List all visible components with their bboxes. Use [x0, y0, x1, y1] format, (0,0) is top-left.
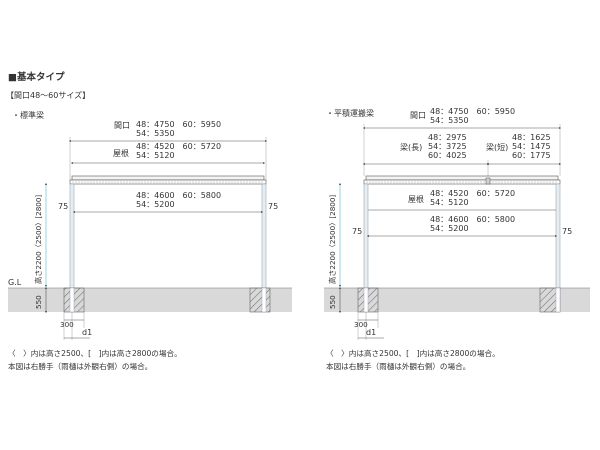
left-ground [8, 288, 292, 312]
right-roof-label: 屋根 [408, 194, 424, 204]
right-opening-label: 間口 [410, 111, 426, 120]
left-post-line2: 54：5200 [136, 200, 175, 209]
size-subtitle: 【間口48～60サイズ】 [6, 90, 90, 100]
right-beam-short-line2: 54：1475 [512, 142, 551, 151]
right-beam-long-line1: 48：2975 [428, 133, 467, 142]
right-d1-label: d1 [366, 328, 376, 337]
right-opening-line2: 54：5350 [430, 116, 469, 125]
right-post-line1: 48：4600 60：5800 [430, 215, 515, 224]
right-post [555, 183, 561, 291]
right-side-75-right: 75 [562, 227, 572, 236]
left-roof-panel [71, 175, 265, 181]
left-height-label: 高さ2200〈2500〉[2800] [34, 195, 43, 284]
right-offset-label: 300 [354, 320, 368, 329]
left-side-75-left: 75 [58, 202, 68, 211]
right-beam-short-line3: 60：1775 [512, 151, 551, 160]
right-roof-line2: 54：5120 [430, 198, 469, 207]
left-roof-line2: 54：5120 [136, 151, 175, 160]
right-roof-panel [365, 175, 559, 181]
right-opening-line1: 48：4750 60：5950 [430, 107, 515, 116]
left-offset-label: 300 [60, 320, 74, 329]
right-post-line2: 54：5200 [430, 224, 469, 233]
left-opening-label: 間口 [114, 121, 130, 130]
right-beam-long-label: 梁(長) [400, 143, 422, 152]
right-depth-label: 550 [328, 295, 337, 309]
right-post-embed [363, 287, 369, 313]
right-post [363, 183, 369, 291]
left-note-line1: 〈 〉内は高さ2500、[ ]内は高さ2800の場合。 [8, 348, 182, 358]
right-roof-line1: 48：4520 60：5720 [430, 189, 515, 198]
right-note-line1: 〈 〉内は高さ2500、[ ]内は高さ2800の場合。 [326, 348, 500, 358]
left-roof-label: 屋根 [113, 148, 129, 158]
right-post-embed [555, 287, 561, 313]
flat-transport-beam-diagram: ・平積運搬梁 間口 48：4750 60：5950 54：5350 梁(長) 4… [324, 107, 590, 371]
left-post [69, 183, 75, 291]
right-beam-joint [485, 177, 491, 185]
right-side-75-left: 75 [352, 227, 362, 236]
left-post-embed [261, 287, 267, 313]
left-gl-label: G.L [8, 278, 22, 287]
left-opening-line2: 54：5350 [136, 129, 175, 138]
left-d1-label: d1 [82, 328, 92, 337]
left-post-embed [69, 287, 75, 313]
right-beam-long-line3: 60：4025 [428, 151, 467, 160]
right-beam-short-line1: 48：1625 [512, 133, 551, 142]
right-height-label: 高さ2200〈2500〉[2800] [328, 195, 337, 284]
right-note-line2: 本図は右勝手（雨樋は外観右側）の場合。 [326, 361, 470, 371]
left-post [261, 183, 267, 291]
left-roof-line1: 48：4520 60：5720 [136, 142, 221, 151]
left-note-line2: 本図は右勝手（雨樋は外観右側）の場合。 [8, 361, 152, 371]
left-side-75-right: 75 [268, 202, 278, 211]
right-section-label: ・平積運搬梁 [326, 108, 374, 118]
right-beam-long-line2: 54：3725 [428, 142, 467, 151]
left-section-label: ・標準梁 [12, 110, 44, 120]
left-foundation [249, 287, 271, 313]
left-depth-label: 550 [34, 295, 43, 309]
left-post-line1: 48：4600 60：5800 [136, 191, 221, 200]
page-title: ■基本タイプ [8, 71, 65, 83]
right-beam-short-label: 梁(短) [486, 142, 508, 152]
standard-beam-diagram: ・標準梁 間口 48：4750 60：5950 54：5350 屋根 48：45… [8, 110, 292, 371]
left-opening-line1: 48：4750 60：5950 [136, 120, 221, 129]
